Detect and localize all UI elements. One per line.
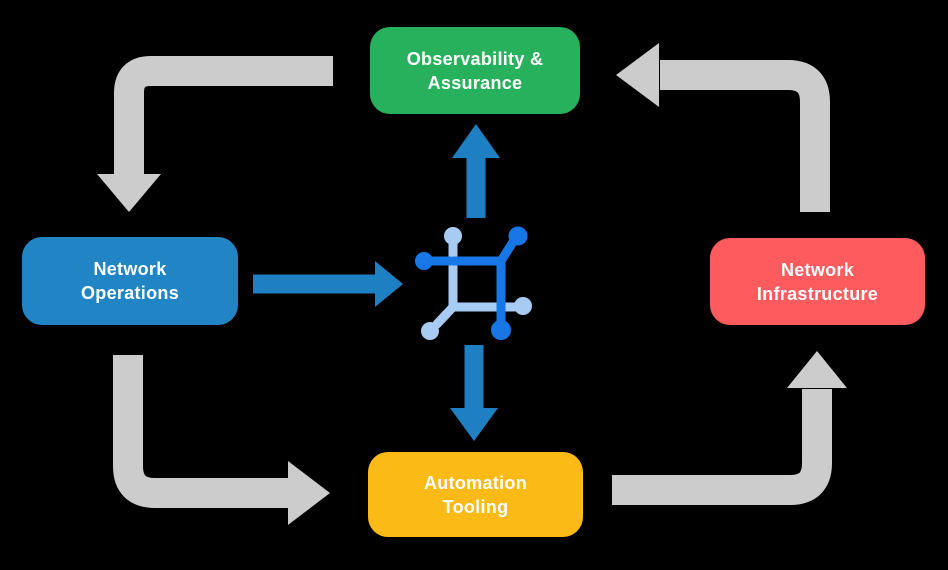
node-label-line: Assurance bbox=[427, 72, 523, 93]
node-automation-tooling: Automation Tooling bbox=[368, 452, 583, 537]
cycle-arrow-operations-to-automation bbox=[113, 355, 330, 525]
node-label-line: Operations bbox=[80, 283, 180, 303]
node-label-line: Infrastructure bbox=[756, 283, 879, 304]
flow-arrow-center-to-automation bbox=[450, 345, 498, 441]
node-label-line: Network bbox=[93, 259, 167, 279]
node-network-operations: Network Operations bbox=[22, 237, 238, 325]
cycle-arrow-observability-to-operations bbox=[97, 56, 333, 212]
node-network-infrastructure: Network Infrastructure bbox=[710, 238, 925, 325]
node-label-line: Tooling bbox=[442, 496, 509, 517]
network-mesh-icon bbox=[415, 226, 532, 340]
flow-arrow-center-to-observability bbox=[452, 124, 500, 218]
node-observability-assurance: Observability & Assurance bbox=[370, 27, 580, 114]
node-label-line: Observability & bbox=[406, 48, 544, 69]
cycle-arrow-automation-to-infrastructure bbox=[612, 351, 847, 505]
flow-arrow-operations-to-center bbox=[253, 261, 403, 307]
node-label-line: Automation bbox=[424, 472, 527, 493]
cycle-arrow-infrastructure-to-observability bbox=[616, 43, 830, 212]
node-label-line: Network bbox=[780, 259, 855, 280]
